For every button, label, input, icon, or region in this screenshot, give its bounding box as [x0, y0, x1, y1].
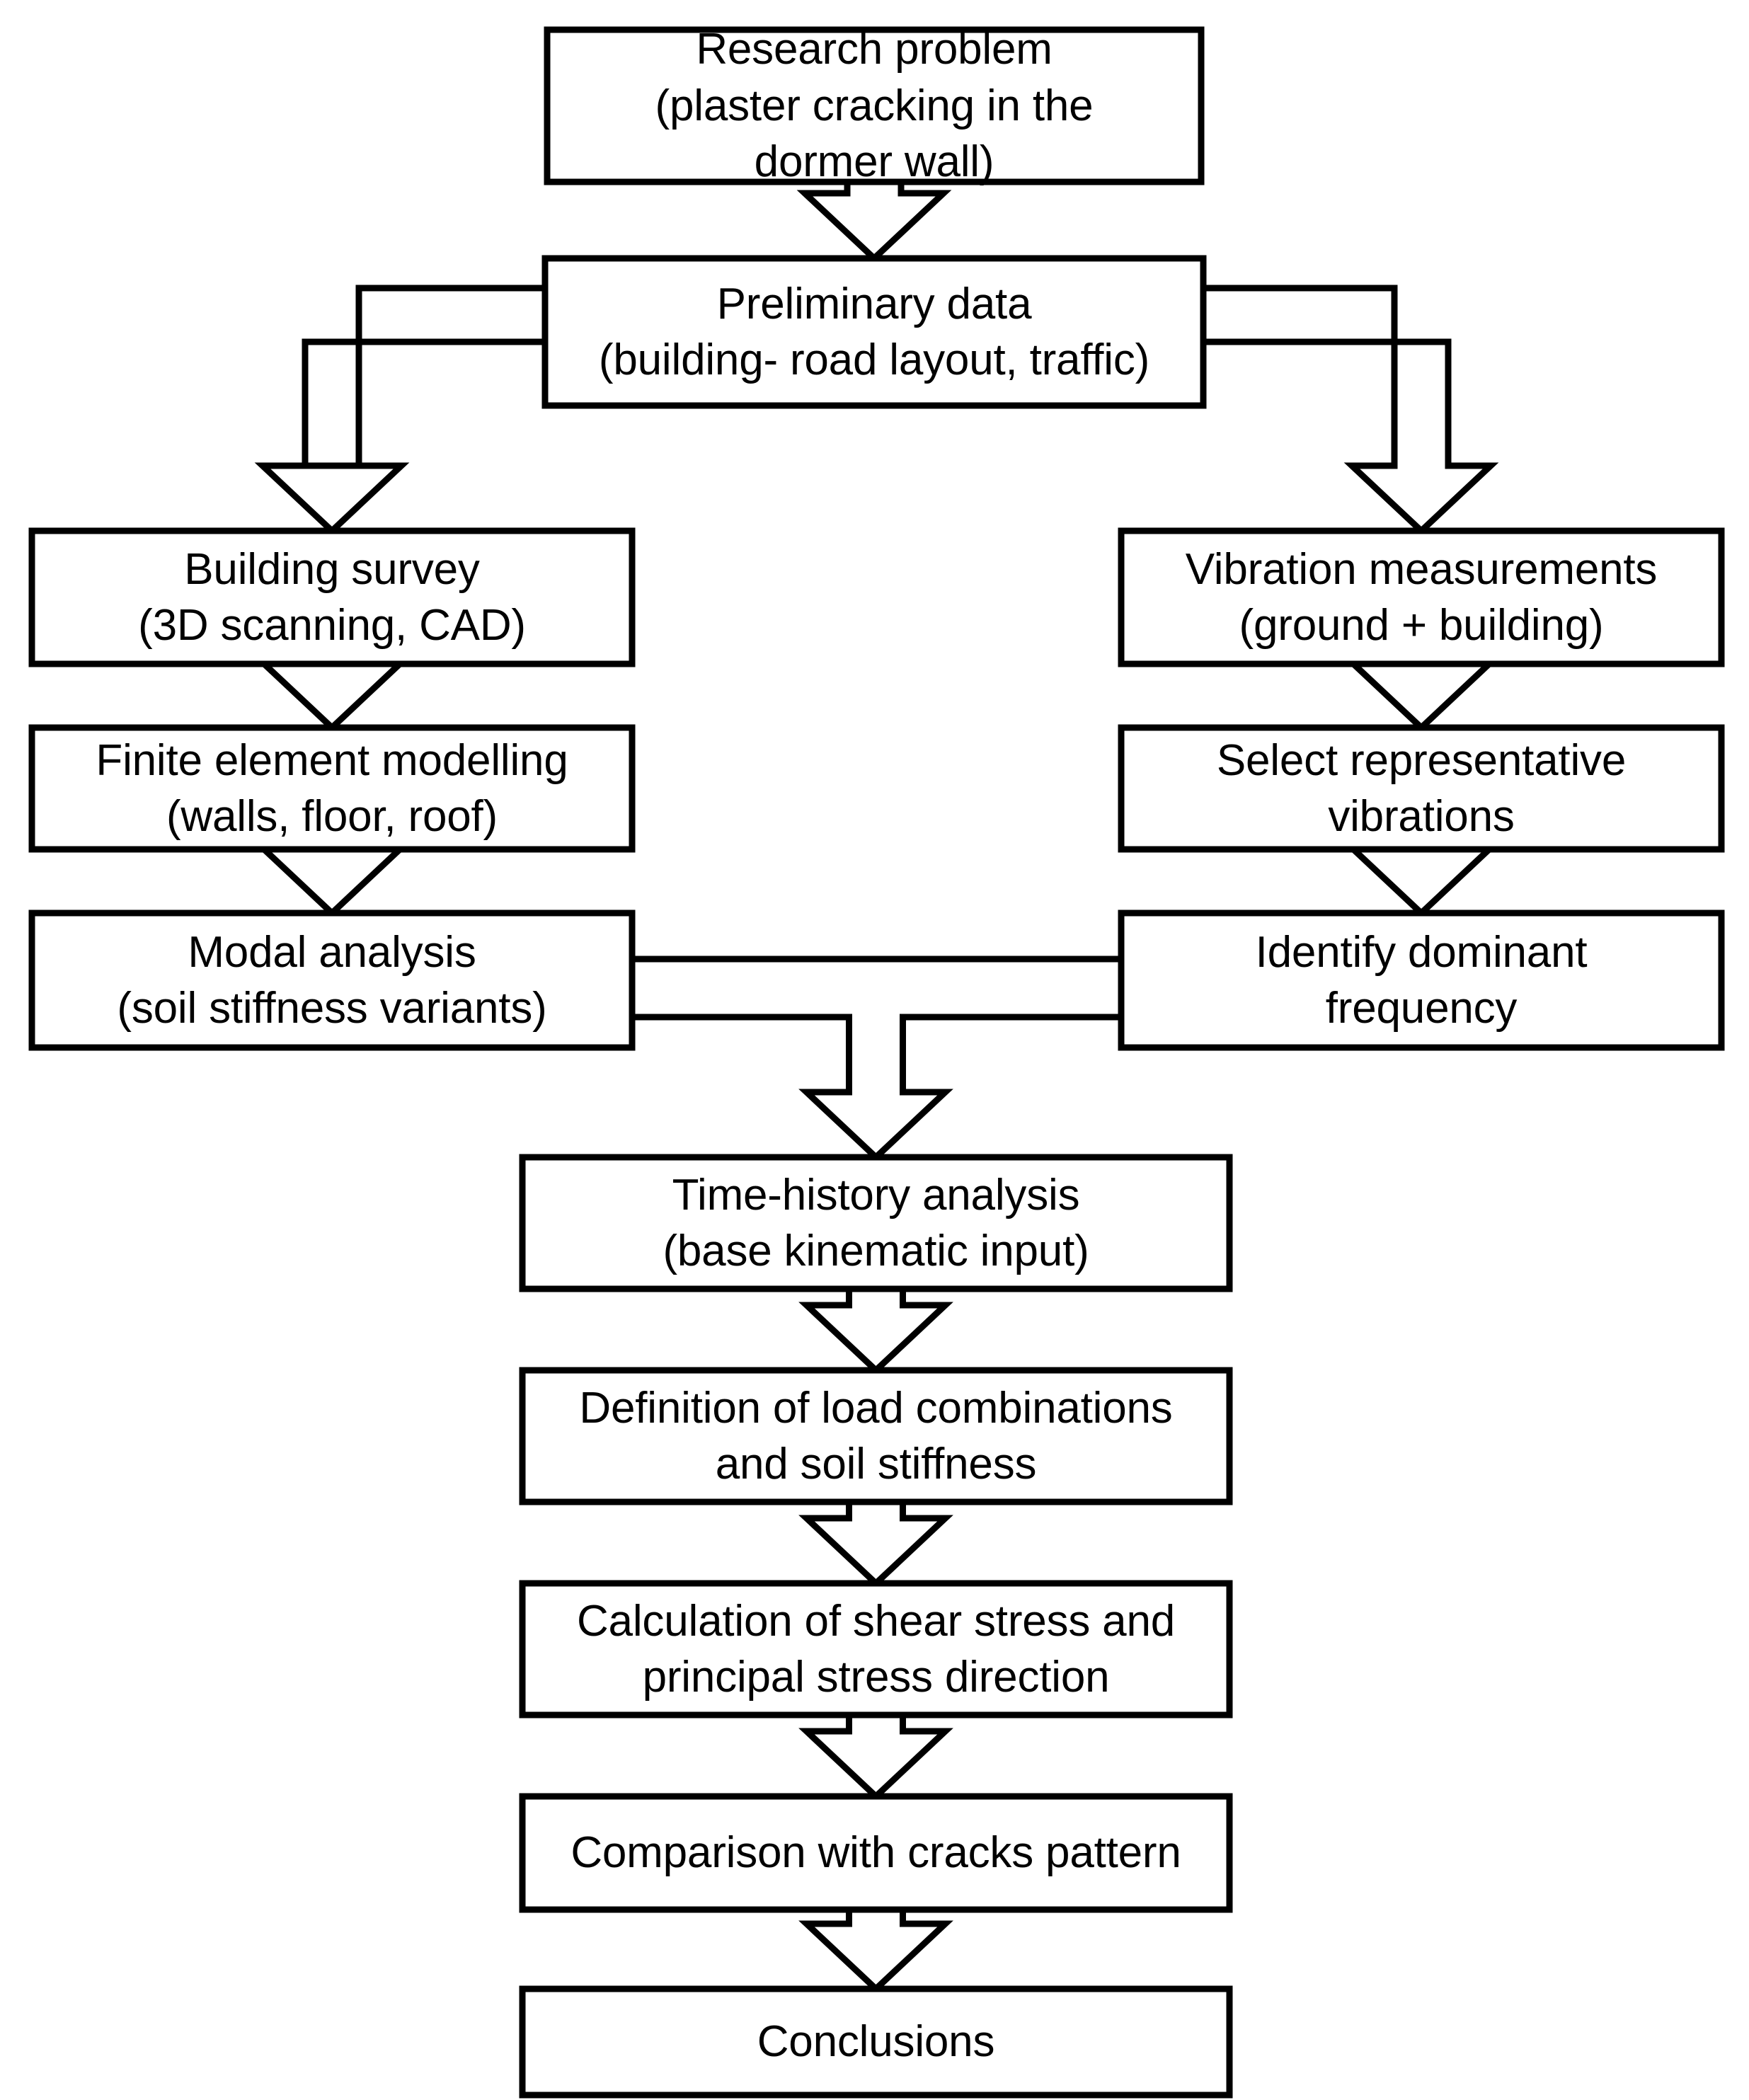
- identify-dominant-frequency-box[interactable]: [1118, 910, 1725, 1051]
- time-history-analysis-box[interactable]: [519, 1154, 1233, 1292]
- arrow-building-survey-to-finite-element-modelling[interactable]: [254, 659, 410, 733]
- arrow-vibration-measurements-to-select-representative-vibrations[interactable]: [1343, 659, 1499, 733]
- arrow-time-history-analysis-to-load-combinations[interactable]: [798, 1285, 953, 1375]
- research-problem-box[interactable]: [544, 26, 1205, 185]
- arrow-research-problem-to-preliminary-data[interactable]: [796, 178, 952, 263]
- arrow-load-combinations-to-shear-stress[interactable]: [798, 1498, 953, 1588]
- arrow-merge-to-time-history-analysis[interactable]: [629, 956, 1125, 1162]
- building-survey-box[interactable]: [28, 527, 636, 667]
- arrow-preliminary-data-to-building-survey[interactable]: [254, 285, 549, 536]
- preliminary-data-box[interactable]: [541, 255, 1207, 409]
- finite-element-modelling-box[interactable]: [28, 724, 636, 853]
- conclusions-box[interactable]: [519, 1985, 1233, 2099]
- arrow-finite-element-modelling-to-modal-analysis[interactable]: [254, 844, 410, 918]
- vibration-measurements-box[interactable]: [1118, 527, 1725, 667]
- arrow-preliminary-data-to-vibration-measurements[interactable]: [1200, 285, 1499, 536]
- node-layer: [28, 26, 1725, 2099]
- arrow-comparison-cracks-to-conclusions[interactable]: [798, 1906, 953, 1994]
- arrow-select-representative-vibrations-to-identify-dominant-frequency[interactable]: [1343, 844, 1499, 918]
- select-representative-vibrations-box[interactable]: [1118, 724, 1725, 853]
- load-combinations-box[interactable]: [519, 1367, 1233, 1505]
- shear-stress-calculation-box[interactable]: [519, 1580, 1233, 1719]
- arrow-shear-stress-to-comparison-cracks[interactable]: [798, 1711, 953, 1801]
- modal-analysis-box[interactable]: [28, 910, 636, 1051]
- comparison-with-cracks-box[interactable]: [519, 1793, 1233, 1913]
